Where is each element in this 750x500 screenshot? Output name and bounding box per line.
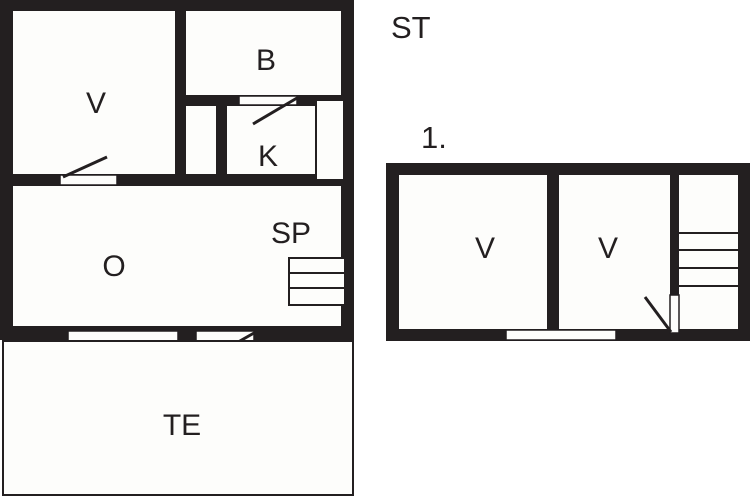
room-label-b: B <box>256 44 276 77</box>
door-leaf-b-k <box>252 96 298 126</box>
closet-area-k-left <box>186 105 216 174</box>
window-first-south <box>505 329 617 341</box>
ground-floor-plan: V B K SP O TE <box>0 0 354 496</box>
door-opening-stairhall <box>669 294 680 334</box>
wall-stairhall-divider <box>670 175 679 303</box>
room-area-o <box>13 186 341 326</box>
terrace-te-area <box>2 340 354 496</box>
door-opening-v-o <box>59 174 118 186</box>
stairs-ground <box>288 257 346 306</box>
room-area-b <box>186 11 341 95</box>
room-label-sp: SP <box>271 217 311 250</box>
wall-v1-v2-partition <box>547 175 559 265</box>
st-label: ST <box>391 10 431 45</box>
room-label-te: TE <box>163 409 201 442</box>
window-o-south <box>67 330 179 342</box>
wall-k-partition-right <box>216 105 227 180</box>
first-floor-label: 1. <box>421 120 447 155</box>
room-area-v1-first <box>399 175 547 329</box>
wall-v-b-divider <box>175 0 186 106</box>
stair-hall-first <box>678 175 738 329</box>
room-label-v1-first: V <box>475 232 495 265</box>
wall-mid-horizontal <box>0 174 354 186</box>
door-leaf-v-o <box>62 155 108 179</box>
door-opening-b-k <box>238 95 298 106</box>
stairs-first <box>679 232 739 287</box>
closet-k-right <box>315 99 345 181</box>
door-leaf-stairhall <box>643 296 673 333</box>
stairs-ground-outline <box>288 257 346 306</box>
wall-k-partition-left <box>175 105 187 180</box>
room-area-v-ground <box>13 11 175 174</box>
room-label-v-ground: V <box>86 87 106 120</box>
room-label-k: K <box>258 140 278 173</box>
first-floor-plan: V V <box>386 163 750 341</box>
room-label-v2-first: V <box>598 232 618 265</box>
room-label-o: O <box>102 250 125 283</box>
